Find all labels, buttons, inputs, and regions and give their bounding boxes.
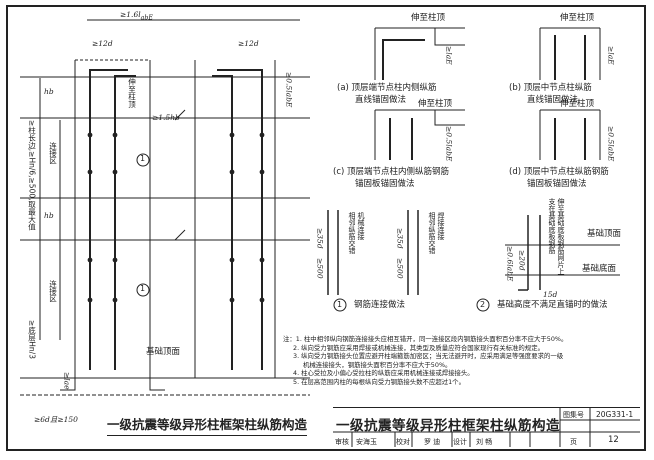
designer: 刘 畅: [476, 438, 493, 446]
detail-b-extend: 伸至柱顶: [560, 13, 595, 23]
section2-bottom: 基础底面: [582, 264, 617, 274]
detail-c-label: (c) 顶层端节点柱内侧纵筋钢筋: [333, 167, 450, 177]
detail-a-label2: 直线锚固做法: [355, 95, 407, 105]
detail-b-label: (b) 顶层中节点柱纵筋: [509, 83, 592, 93]
right-12d-label: ≥12d: [238, 39, 259, 48]
bottom-dim-label: ≥6d且≥150: [34, 415, 78, 424]
section1-dim-a: ≥35d: [315, 228, 325, 249]
detail-b-label2: 直线锚固做法: [527, 95, 579, 105]
atlas-no: 20G331-1: [596, 410, 634, 419]
section2-note: 伸至基础底板钢筋网片上: [557, 198, 565, 275]
detail-a-label: (a) 顶层端节点柱内侧纵筋: [337, 83, 437, 93]
checker: 罗 迪: [424, 438, 441, 446]
atlas-label: 图集号: [563, 411, 584, 419]
left-12d-label: ≥12d: [92, 39, 113, 48]
anchor-top-label: ≥0.5labE: [284, 72, 294, 108]
detail-d-label: (d) 顶层中节点柱纵筋钢筋: [509, 167, 609, 177]
detail-d-label2: 锚固板锚固做法: [527, 179, 587, 189]
reviewer: 安海玉: [356, 438, 377, 446]
detail-b-dim: ≥laE: [606, 46, 616, 65]
section1-dim-a2: ≥500: [315, 258, 325, 279]
foundation-top-label: 基础顶面: [146, 347, 181, 357]
design-label: 设计: [453, 438, 467, 446]
section2-lab: ≥0.6labE: [505, 246, 515, 282]
note-line: 机械连接接头，钢筋接头面积百分率不应大于50%。: [303, 360, 452, 369]
page-label: 页: [570, 438, 577, 446]
drawing-title: 一级抗震等级异形柱框架柱纵筋构造: [107, 414, 308, 436]
section1-note-a: 相邻纵筋交错: [348, 212, 356, 254]
section1-num: 1: [337, 300, 343, 309]
check-label: 校对: [396, 438, 410, 446]
note-line: 2. 纵向受力钢筋应采用焊接或机械连接，其类型及质量应符合国家现行有关标准的规定…: [293, 343, 544, 352]
detail-c-label2: 锚固板锚固做法: [355, 179, 415, 189]
note-line: 5. 在层高范围内柱的每根纵向受力钢筋接头数不应超过1个。: [293, 377, 465, 386]
section2-caption: 基础高度不满足直锚时的做法: [497, 300, 608, 310]
detail-d-extend: 伸至柱顶: [560, 99, 595, 109]
note-line: 注：1. 柱中相邻纵向钢筋连接接头应相互错开，同一连接区段内钢筋接头面积百分率不…: [283, 335, 568, 343]
section1-note-b: 相邻纵筋交错: [428, 212, 436, 254]
section1-dim-b: ≥35d: [395, 228, 405, 249]
lae-label: ≥lae: [62, 372, 72, 390]
side-note: ≥柱长边,≥Hn/6,≥500,取最大值: [27, 120, 37, 231]
section1-dim-b2: ≥500: [395, 258, 405, 279]
section2-top: 基础顶面: [587, 229, 622, 239]
section1-note-b2: 焊接连接: [437, 212, 445, 240]
sheet-frame: [6, 5, 646, 451]
section2-15d: 15d: [543, 290, 558, 299]
circle-1-lower: 1: [140, 284, 146, 293]
note-line: 4. 柱心受拉及小偏心受拉柱的纵筋应采用机械连接或焊接接头。: [293, 369, 474, 378]
section2-num: 2: [480, 300, 486, 309]
page-no: 12: [608, 435, 619, 445]
note-line: 3. 纵向受力钢筋接头位置应避开柱端箍筋加密区；当无法避开时，应采用满足等强度要…: [293, 352, 564, 361]
detail-a-dim: ≥laE: [444, 46, 454, 65]
title-block: [333, 407, 640, 448]
section1-note-a2: 机械连接: [357, 212, 365, 240]
extend-top-label: 伸至柱顶: [127, 78, 137, 108]
top-dim-label: ≥1.6labE: [120, 10, 153, 22]
circle-1-upper: 1: [140, 154, 146, 163]
section2-d20: ≥20d: [517, 250, 527, 271]
connect-zone-lower: 连接区: [48, 280, 58, 303]
bottom-note: ≥底层Hn/3: [27, 320, 37, 359]
detail-c-extend: 伸至柱顶: [418, 99, 453, 109]
section1-caption: 钢筋连接做法: [354, 300, 406, 310]
l15-label: ≥1.5hb: [152, 113, 180, 122]
connect-zone-upper: 连接区: [48, 142, 58, 165]
section2-note2: 支在基础底板钢筋: [548, 198, 556, 254]
detail-a-extend: 伸至柱顶: [411, 13, 446, 23]
detail-c-dim: ≥0.5labE: [444, 126, 454, 162]
hb-top-label: hb: [44, 87, 54, 96]
hb-mid-label: hb: [44, 211, 54, 220]
review-label: 审核: [335, 438, 349, 446]
title-block-title: 一级抗震等级异形柱框架柱纵筋构造: [336, 418, 560, 434]
notes-block: 注：1. 柱中相邻纵向钢筋连接接头应相互错开，同一连接区段内钢筋接头面积百分率不…: [283, 335, 638, 387]
detail-d-dim: ≥0.5labE: [606, 126, 616, 162]
